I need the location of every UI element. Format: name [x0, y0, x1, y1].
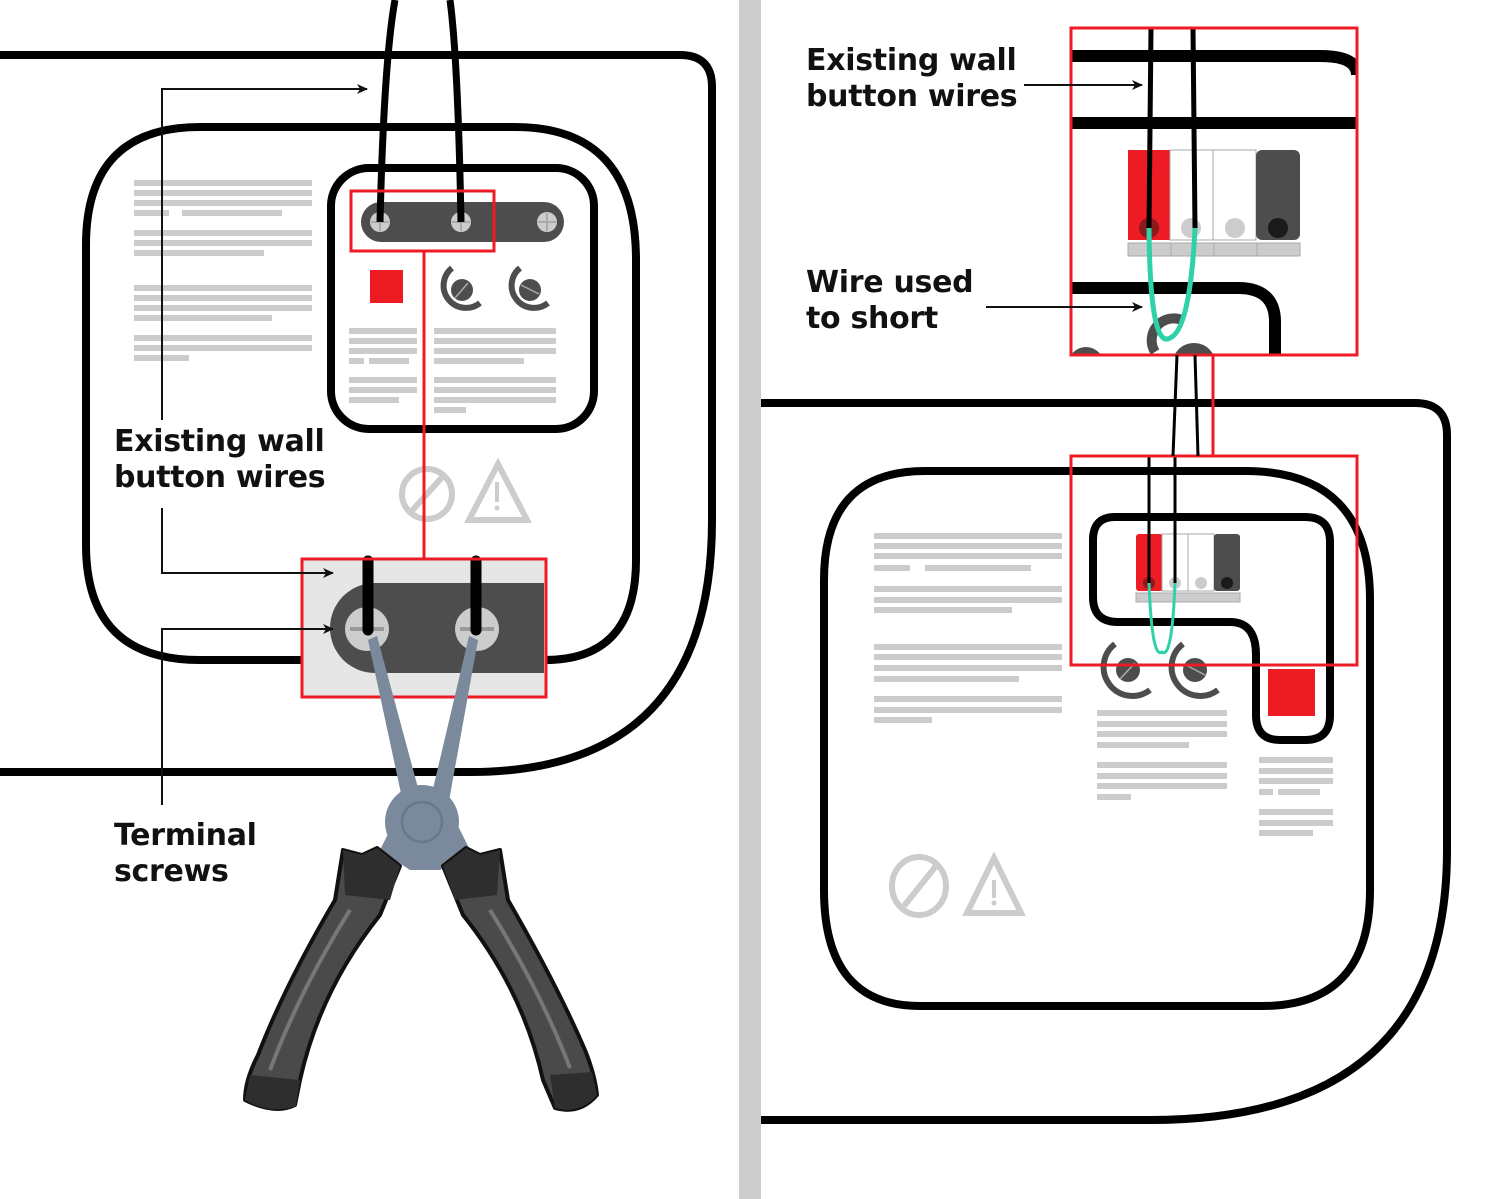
label-wire-used-to-short: Wire used to short: [806, 265, 974, 337]
callout-arrow: [161, 624, 334, 805]
short-wire: [1146, 227, 1198, 342]
left-panel: [0, 0, 716, 1112]
label-existing-wall-button-wires: Existing wall button wires: [806, 43, 1018, 115]
outer-device-outline: [761, 399, 1451, 1124]
wall-button-wire: [1193, 354, 1200, 457]
screw-icon: [537, 212, 557, 232]
dial-icon: [440, 265, 482, 311]
label-existing-wall-button-wires: Existing wall button wires: [114, 424, 326, 496]
label-line: to short: [806, 301, 938, 336]
label-terminal-screws: Terminal screws: [114, 818, 257, 890]
label-line: button wires: [806, 79, 1018, 114]
terminal-block: [1127, 149, 1301, 257]
wall-button-wire: [1171, 354, 1179, 457]
callout-arrow: [161, 84, 368, 420]
label-line: screws: [114, 854, 229, 889]
warning-triangle-icon: [962, 851, 1026, 916]
dial-icon: [508, 265, 550, 311]
no-entry-icon: [399, 466, 455, 522]
wall-button-wire: [376, 0, 399, 223]
label-line: Terminal: [114, 818, 257, 853]
label-line: Wire used: [806, 265, 974, 300]
wall-button-wire: [1190, 28, 1198, 229]
pliers-icon: [243, 636, 599, 1112]
indicator-led: [370, 270, 403, 303]
placeholder-text-block: [349, 328, 556, 413]
wall-button-wire: [446, 0, 465, 223]
right-panel: [761, 26, 1451, 1124]
zoomed-terminal: [300, 555, 548, 699]
outer-device-outline: [0, 51, 716, 776]
indicator-led: [1268, 669, 1315, 716]
terminal-block-small: [1135, 533, 1241, 603]
short-wire: [1147, 582, 1177, 655]
label-line: Existing wall: [806, 43, 1017, 78]
label-line: Existing wall: [114, 424, 325, 459]
placeholder-text-block: [874, 533, 1333, 836]
warning-triangle-icon: [464, 457, 532, 523]
panel-divider: [739, 0, 761, 1199]
wall-button-wire: [1146, 28, 1154, 229]
zoomed-terminal: [1069, 26, 1359, 357]
no-entry-icon: [889, 854, 949, 918]
label-line: button wires: [114, 460, 326, 495]
callout-arrow: [161, 508, 334, 578]
